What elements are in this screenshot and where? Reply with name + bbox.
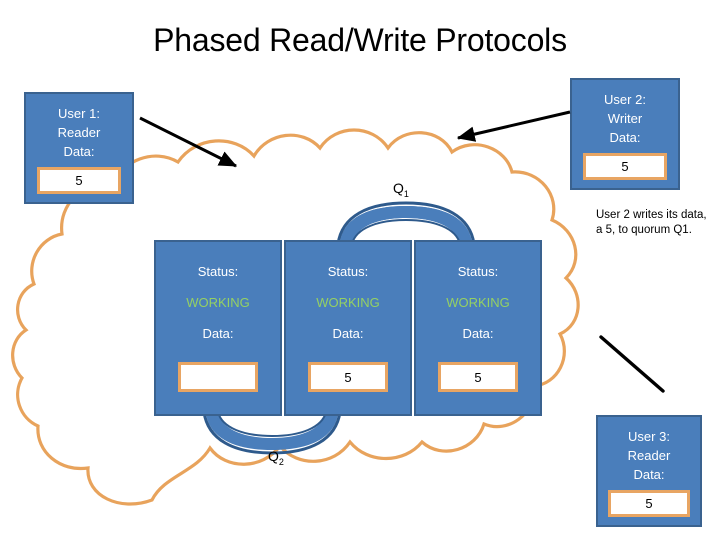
annotation-note: User 2 writes its data, a 5, to quorum Q…: [596, 209, 707, 236]
server-3-data-label: Data:: [462, 326, 494, 341]
server-1-data-value[interactable]: [178, 362, 258, 392]
server-3-data-value[interactable]: 5: [438, 362, 518, 392]
server-2-data-value[interactable]: 5: [308, 362, 388, 392]
server-node-2[interactable]: Status: WORKING Data: 5: [284, 240, 412, 416]
arrow-to-user2-icon: [456, 110, 571, 142]
user-1-data-label: Data:: [63, 144, 95, 159]
quorum-arc-q1-icon: [336, 201, 476, 245]
server-1-status-label: Status:: [197, 264, 239, 279]
line-to-user3-icon: [599, 335, 665, 393]
server-node-3[interactable]: Status: WORKING Data: 5: [414, 240, 542, 416]
user-2-data-label: Data:: [609, 130, 641, 145]
user-1-box[interactable]: User 1: Reader Data: 5: [24, 92, 134, 204]
server-2-status-value: WORKING: [316, 295, 380, 310]
quorum-q1-sub: 1: [403, 188, 409, 199]
user-3-name: User 3:: [628, 429, 670, 444]
user-3-data-value[interactable]: 5: [608, 490, 690, 517]
user-2-data-value[interactable]: 5: [583, 153, 667, 180]
server-node-1[interactable]: Status: WORKING Data:: [154, 240, 282, 416]
quorum-label-q1: Q1: [393, 180, 409, 199]
arrow-to-user1-icon: [139, 116, 238, 168]
quorum-q2-sub: 2: [278, 456, 284, 467]
user-3-role: Reader: [627, 448, 671, 463]
quorum-q1-base: Q: [393, 180, 404, 196]
user-2-name: User 2:: [604, 92, 646, 107]
quorum-q2-base: Q: [268, 448, 279, 464]
user-1-name: User 1:: [58, 106, 100, 121]
page-title: Phased Read/Write Protocols: [153, 22, 567, 58]
user-2-role: Writer: [607, 111, 643, 126]
user-3-data-label: Data:: [633, 467, 665, 482]
user-3-box[interactable]: User 3: Reader Data: 5: [596, 415, 702, 527]
server-1-status-value: WORKING: [186, 295, 250, 310]
user-1-data-value[interactable]: 5: [37, 167, 121, 194]
user-2-box[interactable]: User 2: Writer Data: 5: [570, 78, 680, 190]
server-3-status-value: WORKING: [446, 295, 510, 310]
server-2-data-label: Data:: [332, 326, 364, 341]
server-3-status-label: Status:: [457, 264, 499, 279]
quorum-label-q2: Q2: [268, 448, 284, 467]
server-1-data-label: Data:: [202, 326, 234, 341]
quorum-arc-q2-icon: [202, 411, 342, 455]
user-1-role: Reader: [57, 125, 101, 140]
server-2-status-label: Status:: [327, 264, 369, 279]
